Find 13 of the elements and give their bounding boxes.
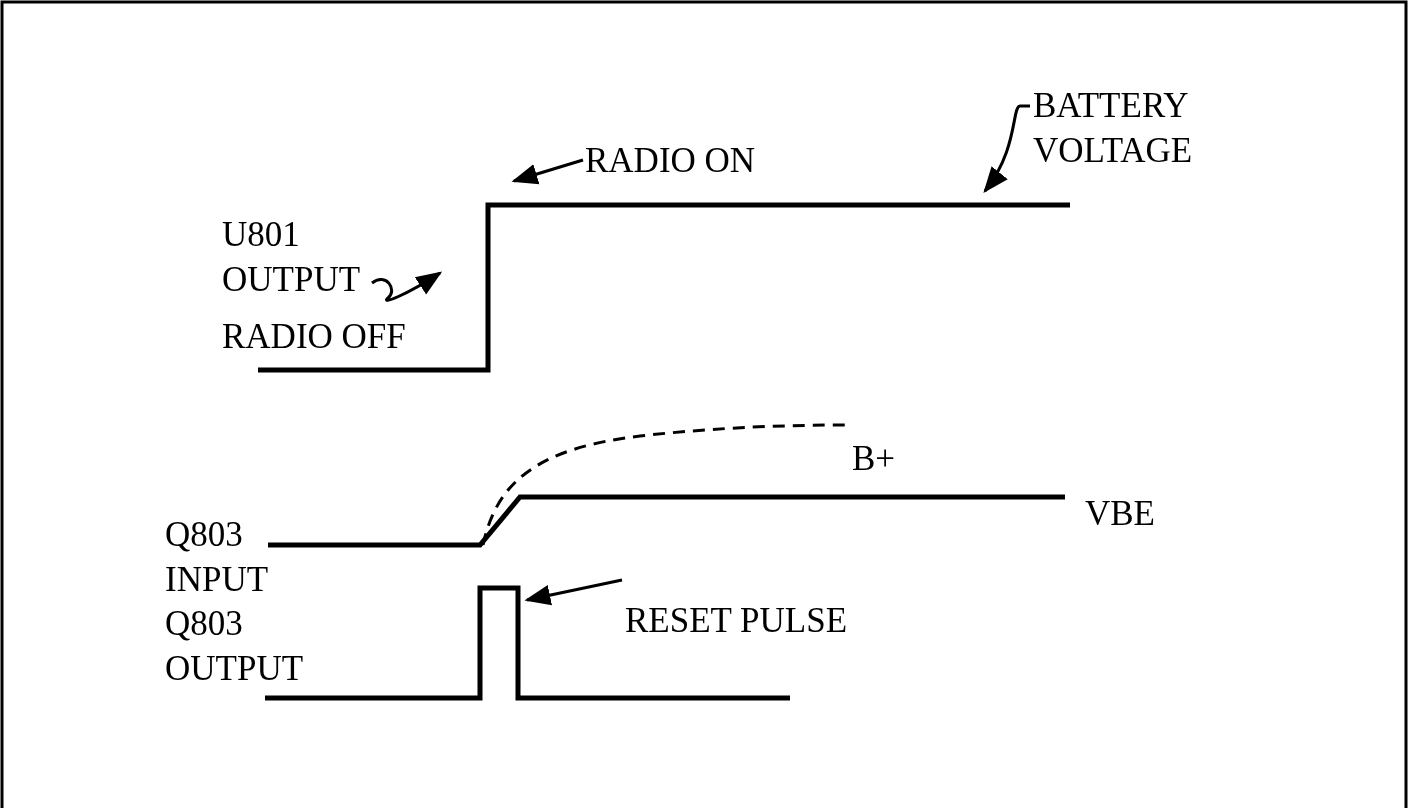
leader-arrow [524,578,623,606]
leader-arrow [511,158,584,185]
signal-label: BATTERY VOLTAGE [1033,83,1273,173]
signal-label: RADIO OFF [222,316,407,358]
signal-label: Q803 OUTPUT [165,603,305,690]
signal-label: VBE [1085,493,1156,535]
signal-label: U801 OUTPUT [222,212,372,302]
signal-label: Q803 INPUT [165,514,270,601]
signal-label: RESET PULSE [625,598,925,643]
signal-label: B+ [852,438,897,480]
leader-arrow [983,104,1030,194]
signal-label: RADIO ON [585,138,825,183]
leader-arrow [371,271,443,302]
